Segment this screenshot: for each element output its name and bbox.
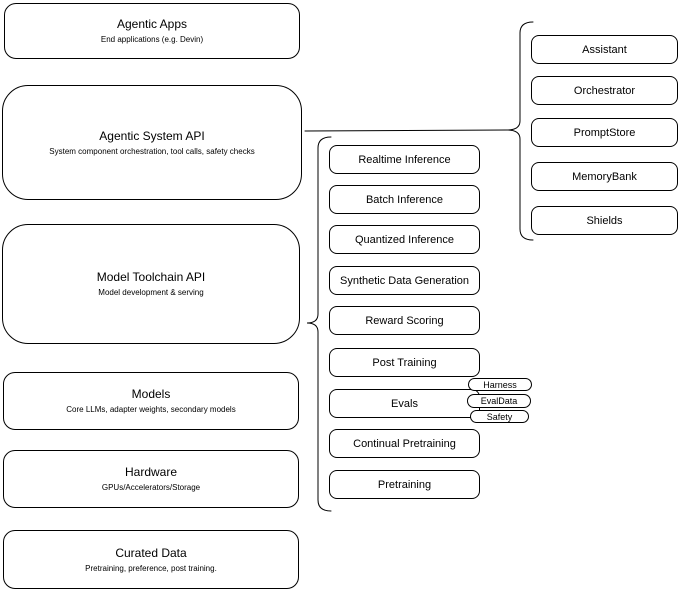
- pill-evaldata: EvalData: [467, 394, 531, 408]
- node-post-training: Post Training: [329, 348, 480, 377]
- node-evals: Evals: [329, 389, 480, 418]
- node-model-toolchain-api: Model Toolchain API Model development & …: [2, 224, 300, 344]
- node-title: Model Toolchain API: [96, 270, 206, 284]
- node-memorybank: MemoryBank: [531, 162, 678, 191]
- node-orchestrator: Orchestrator: [531, 76, 678, 105]
- node-agentic-apps: Agentic Apps End applications (e.g. Devi…: [4, 3, 300, 59]
- node-promptstore: PromptStore: [531, 118, 678, 147]
- node-title: Models: [131, 387, 171, 401]
- node-title: Curated Data: [115, 545, 187, 560]
- node-subtitle: Core LLMs, adapter weights, secondary mo…: [66, 405, 236, 414]
- system-api-to-components-line: [304, 129, 508, 132]
- node-title: Agentic Apps: [116, 17, 188, 31]
- node-shields: Shields: [531, 206, 678, 235]
- node-pretraining: Pretraining: [329, 470, 480, 499]
- node-curated-data: Curated Data Pretraining, preference, po…: [3, 530, 299, 589]
- toolchain-brace: [306, 136, 332, 512]
- node-reward-scoring: Reward Scoring: [329, 306, 480, 335]
- node-subtitle: Pretraining, preference, post training.: [85, 563, 217, 573]
- system-components-brace: [506, 21, 534, 241]
- node-subtitle: End applications (e.g. Devin): [100, 35, 204, 44]
- node-models: Models Core LLMs, adapter weights, secon…: [3, 372, 299, 430]
- node-assistant: Assistant: [531, 35, 678, 64]
- node-synthetic-data-generation: Synthetic Data Generation: [329, 266, 480, 295]
- node-subtitle: System component orchestration, tool cal…: [49, 146, 255, 156]
- node-hardware: Hardware GPUs/Accelerators/Storage: [3, 450, 299, 508]
- node-title: Hardware: [124, 465, 178, 479]
- node-subtitle: GPUs/Accelerators/Storage: [101, 483, 201, 492]
- node-title: Agentic System API: [99, 128, 205, 143]
- node-realtime-inference: Realtime Inference: [329, 145, 480, 174]
- node-quantized-inference: Quantized Inference: [329, 225, 480, 254]
- pill-harness: Harness: [468, 378, 532, 391]
- pill-safety: Safety: [470, 410, 529, 423]
- node-continual-pretraining: Continual Pretraining: [329, 429, 480, 458]
- node-batch-inference: Batch Inference: [329, 185, 480, 214]
- node-subtitle: Model development & serving: [98, 288, 204, 297]
- node-agentic-system-api: Agentic System API System component orch…: [2, 85, 302, 200]
